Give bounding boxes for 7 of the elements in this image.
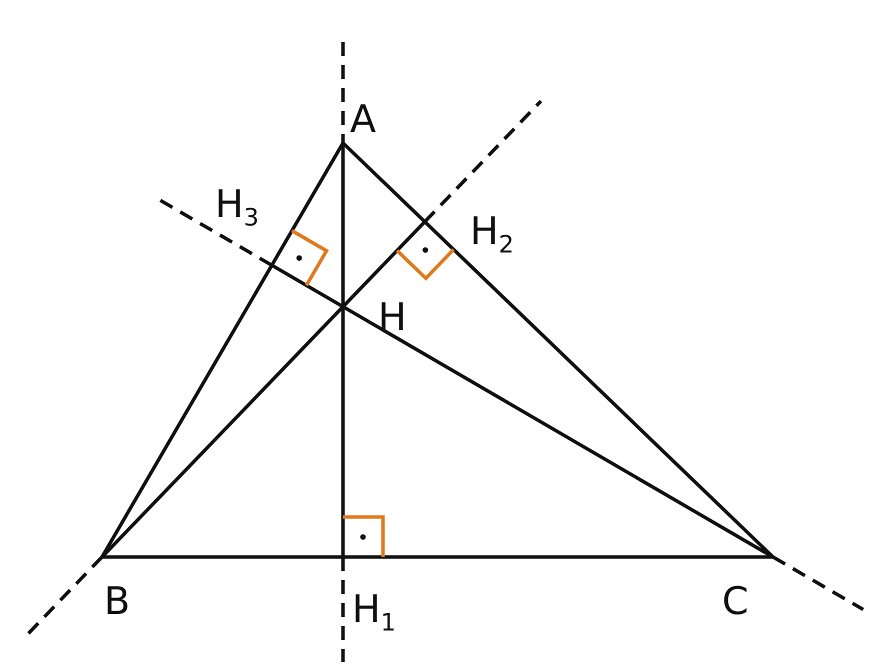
point-label: H$_{1}$ bbox=[352, 590, 396, 635]
point-label: H$_{2}$ bbox=[470, 212, 514, 257]
point-label: H$_{3}$ bbox=[215, 185, 259, 230]
point-label: B bbox=[104, 582, 130, 620]
point-label: H bbox=[378, 298, 407, 336]
point-label: C bbox=[722, 582, 749, 620]
point-label: A bbox=[350, 100, 376, 138]
